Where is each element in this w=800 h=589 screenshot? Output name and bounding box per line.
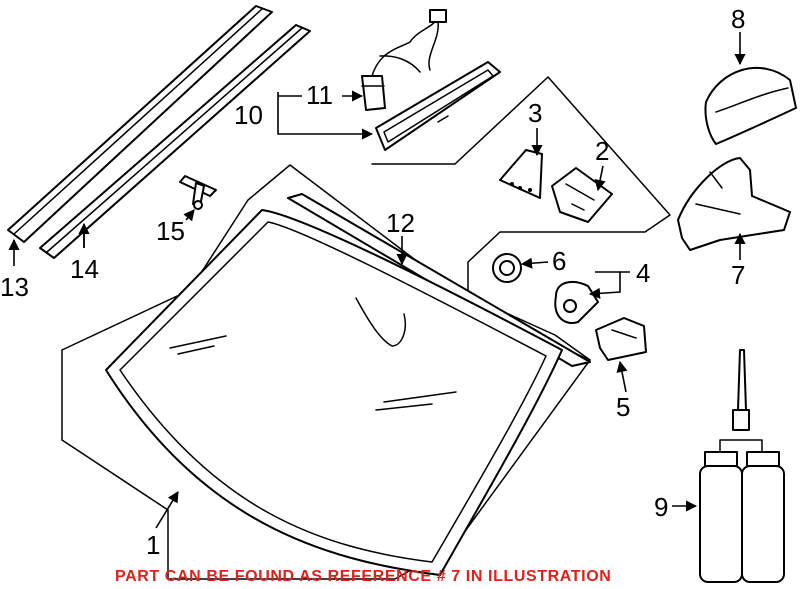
callout-3: 3 xyxy=(528,98,542,128)
connector-part xyxy=(361,9,447,111)
callout-15: 15 xyxy=(156,216,185,246)
callout-7: 7 xyxy=(731,260,745,290)
leader-lines xyxy=(8,32,746,529)
grommet-ring xyxy=(492,253,522,283)
sensor-housing xyxy=(554,280,599,324)
roof-trim-strips xyxy=(7,5,311,259)
lower-cover-part xyxy=(677,157,791,251)
cover-part xyxy=(704,66,797,145)
callout-labels: 1 2 3 4 5 6 7 8 9 10 11 12 13 14 15 xyxy=(0,4,745,560)
callout-13: 13 xyxy=(0,272,29,302)
adhesive-kit xyxy=(699,349,785,583)
callout-10: 10 xyxy=(234,100,263,130)
callout-11: 11 xyxy=(306,80,333,110)
callout-12: 12 xyxy=(386,208,415,238)
callout-5: 5 xyxy=(616,392,630,422)
callout-1: 1 xyxy=(146,530,160,560)
clip-part xyxy=(179,175,217,210)
rearview-mirror-part xyxy=(375,61,501,151)
reference-notice: PART CAN BE FOUND AS REFERENCE # 7 IN IL… xyxy=(115,568,611,585)
callout-8: 8 xyxy=(731,4,745,34)
sensor-bracket xyxy=(595,317,647,361)
callout-9: 9 xyxy=(654,492,668,522)
mirror-bracket xyxy=(551,167,613,223)
callout-2: 2 xyxy=(595,136,609,166)
callout-4: 4 xyxy=(636,258,650,288)
windshield-glass xyxy=(105,209,563,576)
callout-14: 14 xyxy=(70,254,99,284)
callout-6: 6 xyxy=(552,246,566,276)
mirror-mount-plate xyxy=(499,149,543,199)
